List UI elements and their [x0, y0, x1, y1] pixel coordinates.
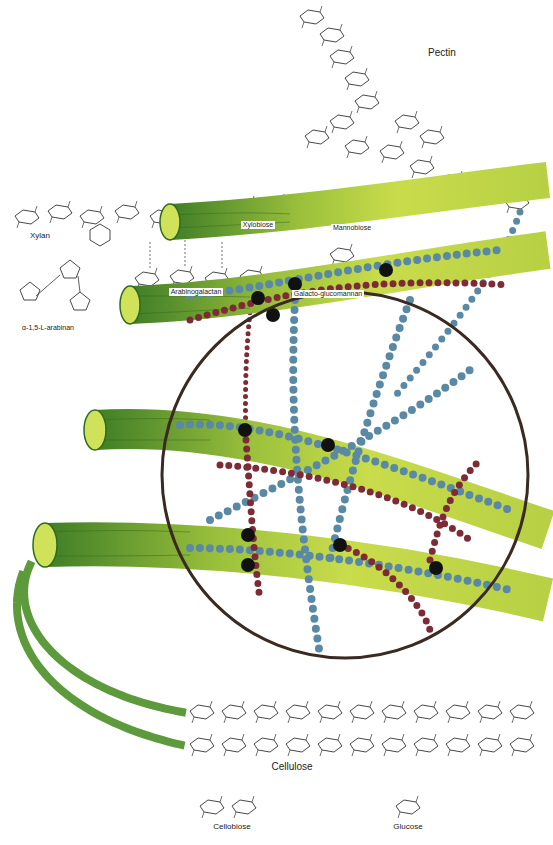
- structure-label: Xylobiose: [241, 221, 275, 229]
- cellobiose-structure: [200, 796, 256, 818]
- structure-label: α-1,5-L-arabinan: [20, 324, 76, 332]
- cellulose-chain-link: [24, 565, 182, 712]
- structure-label: Arabinogalactan: [169, 288, 224, 296]
- magnified-region: [162, 292, 528, 658]
- structure-label: Xylan: [28, 232, 52, 241]
- structure-label: Mannobiose: [331, 224, 373, 232]
- cellulose-chain-link: [17, 575, 182, 745]
- structure-label: Galacto-glucomannan: [292, 290, 365, 298]
- structure-label: Cellobiose: [211, 823, 252, 832]
- structure-label: Glucose: [391, 823, 424, 832]
- structure-label: Cellulose: [269, 761, 314, 772]
- arabinan-structure: [20, 260, 90, 310]
- glucose-structure: [396, 796, 420, 818]
- xylan-structure: [15, 201, 174, 246]
- structure-label: Pectin: [426, 47, 458, 58]
- cellulose-structure: [190, 701, 534, 756]
- hemicellulose-network: [180, 250, 510, 655]
